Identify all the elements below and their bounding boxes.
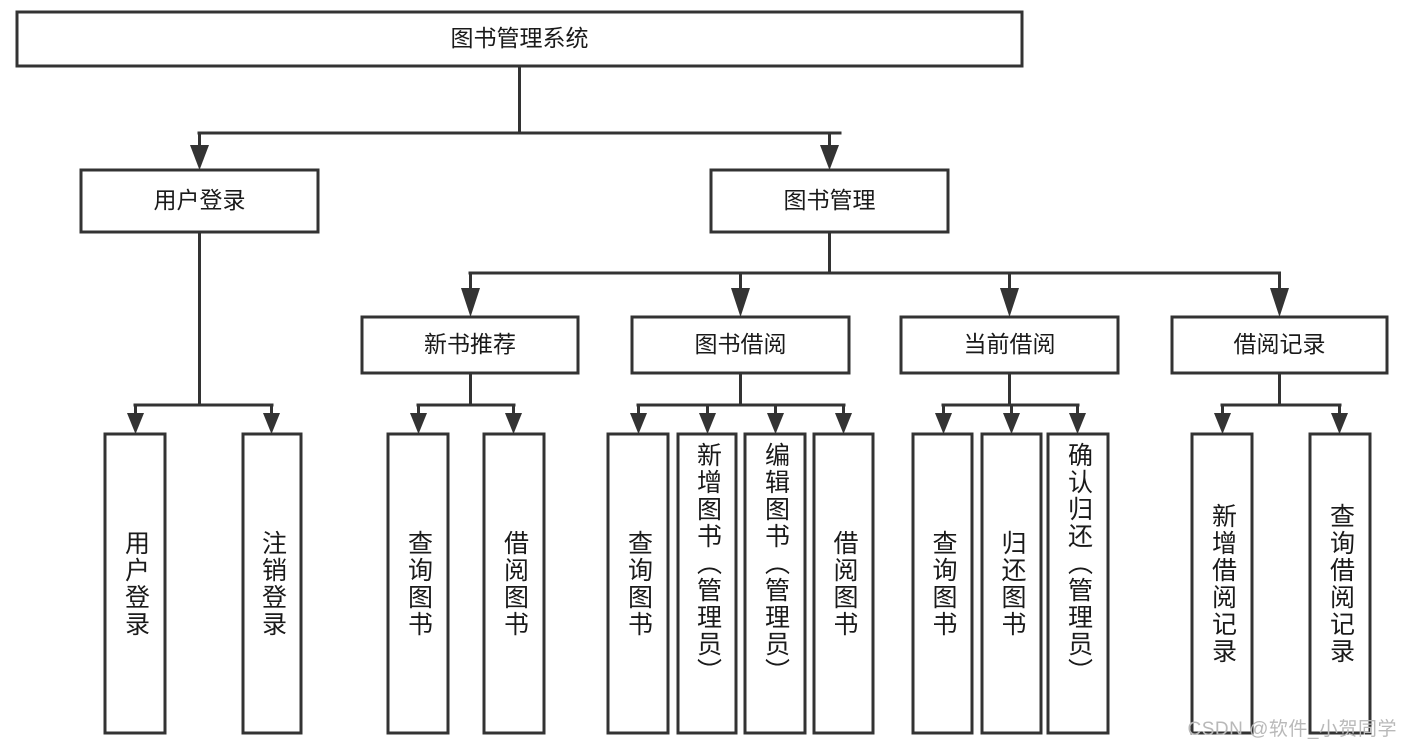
connector-group-user-login bbox=[127, 230, 280, 434]
leaf-logout-box[interactable] bbox=[241, 432, 303, 735]
leaf-query-book-3-box[interactable] bbox=[911, 432, 974, 735]
leaf-borrow-book-2-box[interactable] bbox=[812, 432, 875, 735]
node-book-manage-label: 图书管理 bbox=[784, 187, 876, 213]
connector-group-new-book-recommend bbox=[410, 371, 522, 434]
arrow-head-leaf-borrow-book-2 bbox=[835, 413, 852, 434]
csdn-watermark: CSDN @软件_小贺同学 bbox=[1187, 719, 1397, 740]
arrow-head-leaf-logout bbox=[263, 413, 280, 434]
node-borrow-record[interactable]: 借阅记录 bbox=[1170, 315, 1389, 375]
node-current-borrow-box[interactable] bbox=[899, 315, 1120, 375]
node-current-borrow-label: 当前借阅 bbox=[964, 331, 1056, 357]
node-current-borrow[interactable]: 当前借阅 bbox=[899, 315, 1120, 375]
arrow-head-leaf-query-book-1 bbox=[410, 413, 427, 434]
node-user-login-label: 用户登录 bbox=[154, 187, 246, 213]
arrow-head-new-book-recommend bbox=[461, 288, 480, 317]
leaf-add-book-box[interactable] bbox=[676, 432, 738, 735]
leaf-boxes bbox=[103, 432, 1372, 735]
leaf-user-login-box[interactable] bbox=[103, 432, 167, 735]
arrow-head-leaf-query-book-3 bbox=[935, 413, 952, 434]
connector-group-current-borrow bbox=[935, 371, 1086, 434]
node-new-book-recommend-label: 新书推荐 bbox=[424, 331, 516, 357]
node-root-label: 图书管理系统 bbox=[451, 25, 589, 51]
connector-group-root bbox=[190, 64, 842, 170]
leaf-confirm-return-box[interactable] bbox=[1046, 432, 1110, 735]
node-book-manage[interactable]: 图书管理 bbox=[709, 168, 950, 234]
node-book-borrow-box[interactable] bbox=[630, 315, 851, 375]
arrow-head-leaf-borrow-book-1 bbox=[505, 413, 522, 434]
arrow-head-leaf-user-login bbox=[127, 413, 144, 434]
arrow-head-current-borrow bbox=[1000, 288, 1019, 317]
node-book-borrow[interactable]: 图书借阅 bbox=[630, 315, 851, 375]
arrow-head-book-borrow bbox=[731, 288, 750, 317]
leaf-query-book-1-box[interactable] bbox=[386, 432, 450, 735]
node-borrow-record-label: 借阅记录 bbox=[1234, 331, 1326, 357]
arrow-head-book-manage bbox=[820, 145, 839, 170]
node-root[interactable]: 图书管理系统 bbox=[15, 10, 1024, 68]
leaf-query-book-2-box[interactable] bbox=[606, 432, 670, 735]
node-user-login[interactable]: 用户登录 bbox=[79, 168, 320, 234]
node-new-book-recommend-box[interactable] bbox=[360, 315, 580, 375]
arrow-head-leaf-confirm-return bbox=[1069, 413, 1086, 434]
node-borrow-record-box[interactable] bbox=[1170, 315, 1389, 375]
leaf-edit-book-box[interactable] bbox=[743, 432, 807, 735]
connector-group-book-manage bbox=[461, 230, 1289, 317]
connector-group-book-borrow bbox=[630, 371, 852, 434]
arrow-head-borrow-record bbox=[1270, 288, 1289, 317]
connector-group-borrow-record bbox=[1214, 371, 1348, 434]
node-book-borrow-label: 图书借阅 bbox=[695, 331, 787, 357]
arrow-head-leaf-return-book bbox=[1003, 413, 1020, 434]
arrow-head-user-login bbox=[190, 145, 209, 170]
leaf-borrow-book-1-box[interactable] bbox=[482, 432, 546, 735]
arrow-head-leaf-edit-book bbox=[767, 413, 784, 434]
node-root-box[interactable] bbox=[15, 10, 1024, 68]
node-user-login-box[interactable] bbox=[79, 168, 320, 234]
node-book-manage-box[interactable] bbox=[709, 168, 950, 234]
arrow-head-leaf-add-book bbox=[699, 413, 716, 434]
arrow-head-leaf-query-record bbox=[1331, 413, 1348, 434]
node-new-book-recommend[interactable]: 新书推荐 bbox=[360, 315, 580, 375]
leaf-add-record-box[interactable] bbox=[1190, 432, 1254, 735]
leaf-query-record-box[interactable] bbox=[1308, 432, 1372, 735]
arrow-head-leaf-query-book-2 bbox=[630, 413, 647, 434]
leaf-return-book-box[interactable] bbox=[980, 432, 1043, 735]
arrow-head-leaf-add-record bbox=[1214, 413, 1231, 434]
